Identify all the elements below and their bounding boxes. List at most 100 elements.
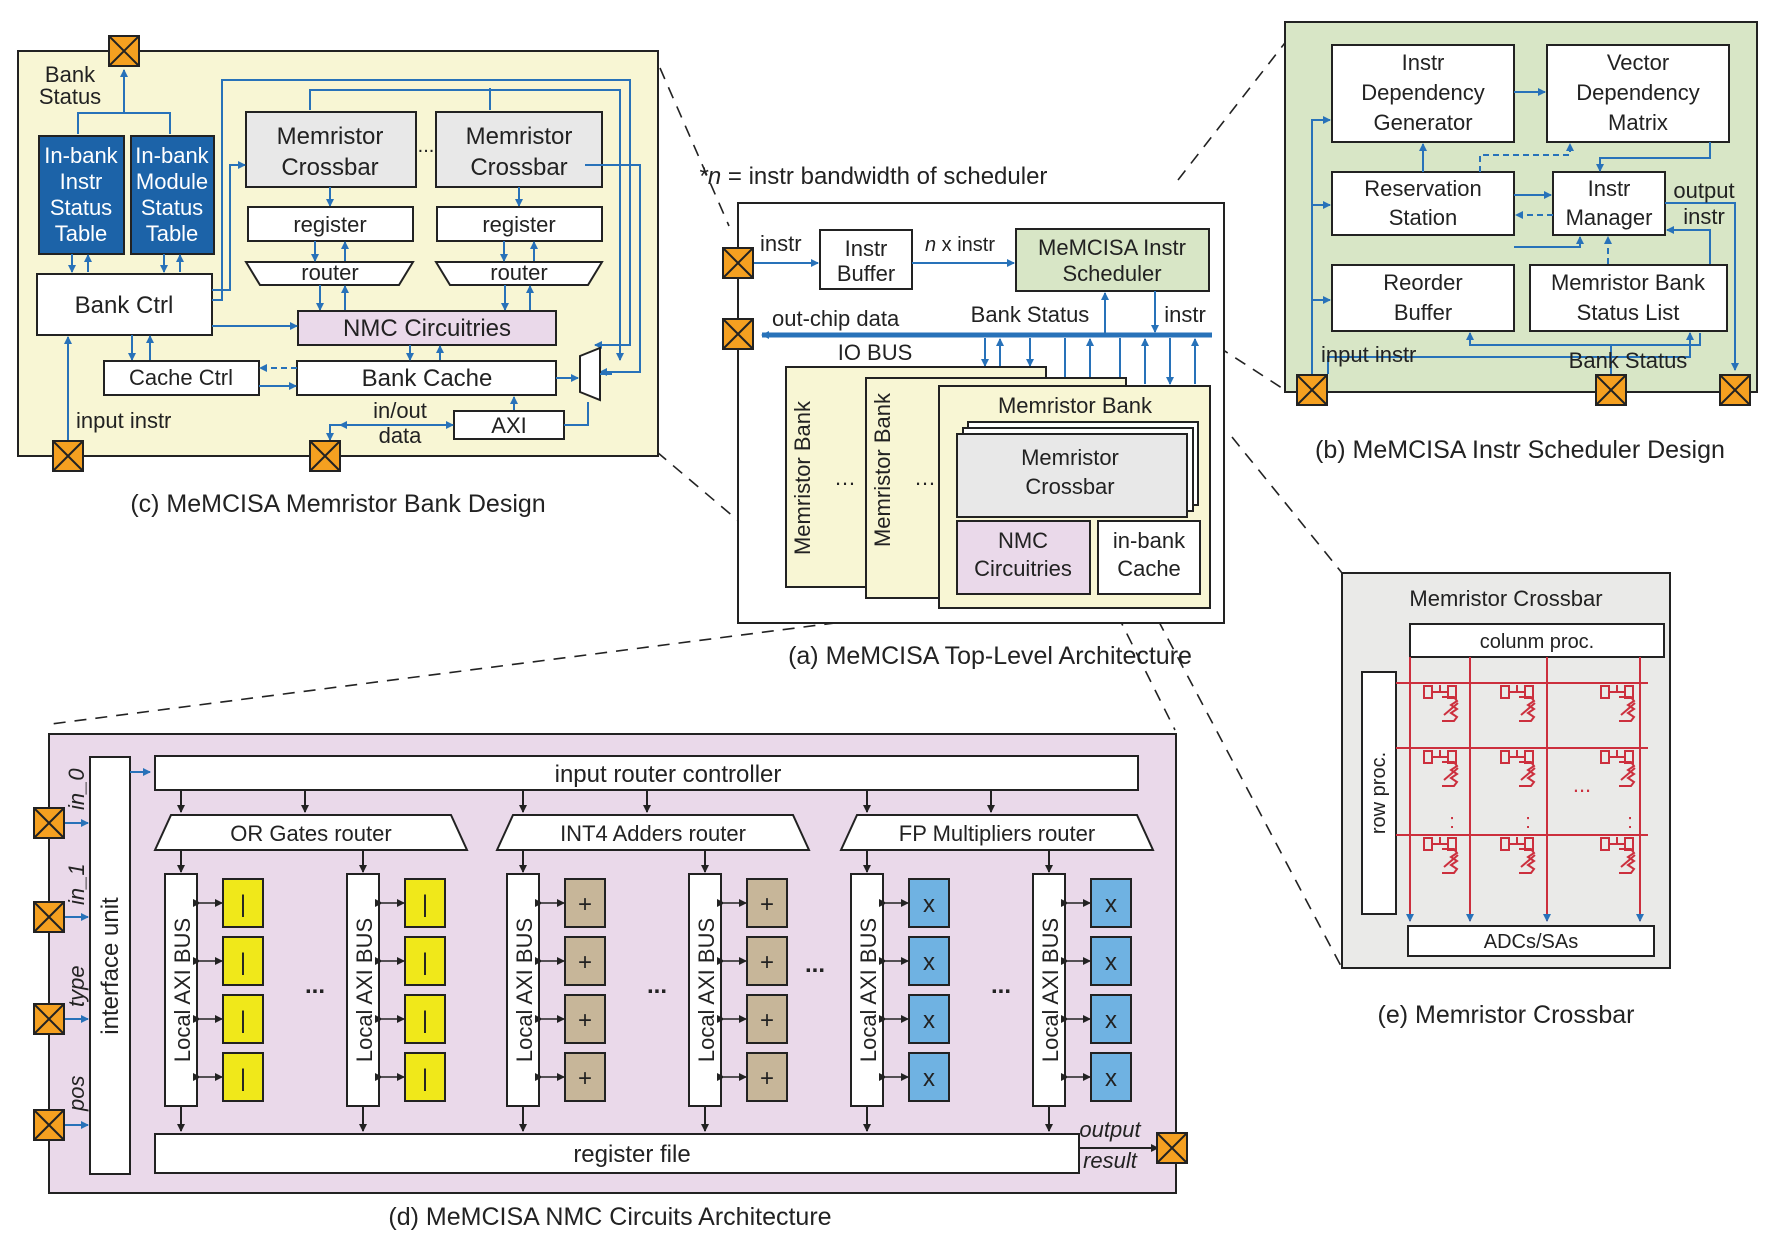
svg-text:output: output (1673, 178, 1734, 203)
svg-text:Bank Cache: Bank Cache (362, 365, 493, 392)
bus-label: Local AXI BUS (694, 918, 719, 1062)
svg-text:...: ... (418, 135, 435, 157)
router-right (434, 261, 604, 286)
svg-text:colunm proc.: colunm proc. (1480, 631, 1595, 653)
op-symbol: | (422, 1065, 428, 1092)
bus-label: Local AXI BUS (512, 918, 537, 1062)
op-symbol: | (240, 949, 246, 976)
group-dots: ... (305, 972, 325, 999)
svg-text:Bank Status: Bank Status (971, 302, 1090, 327)
svg-text:Buffer: Buffer (1394, 300, 1452, 325)
svg-text:Crossbar: Crossbar (281, 154, 378, 181)
between-group-dots: ... (805, 951, 825, 978)
op-symbol: x (923, 949, 935, 976)
in0-pad (33, 807, 65, 839)
svg-text:Bank Status: Bank Status (1569, 348, 1688, 373)
crossbar-right (435, 111, 603, 188)
top-level-panel: *n = instr bandwidth of scheduler instr … (699, 163, 1225, 624)
inout-data-pad (309, 440, 341, 472)
in1-pad (33, 901, 65, 933)
bus-label: Local AXI BUS (1038, 918, 1063, 1062)
group-dots: ... (991, 972, 1011, 999)
op-symbol: + (578, 949, 592, 976)
bank-status-label-2: Status (39, 84, 101, 109)
instr-status-table (38, 135, 125, 255)
scheduler-panel: Instr Dependency Generator Vector Depend… (1284, 21, 1758, 406)
row-processor (1361, 671, 1397, 915)
op-symbol: | (422, 1007, 428, 1034)
svg-text:instr: instr (1164, 302, 1206, 327)
scheduler-status-pad (1595, 374, 1627, 406)
vector-dependency-matrix (1546, 44, 1730, 143)
op-unit (564, 878, 606, 928)
svg-text:…: … (834, 465, 856, 490)
svg-text:NMC Circuitries: NMC Circuitries (343, 315, 511, 342)
router-label-2: FP Multipliers router (899, 821, 1095, 846)
bus-label: Local AXI BUS (352, 918, 377, 1062)
op-unit (746, 878, 788, 928)
svg-text:Status List: Status List (1577, 300, 1680, 325)
svg-text:pos: pos (64, 1076, 89, 1112)
svg-text::: : (1627, 811, 1633, 833)
svg-text:Memristor Bank: Memristor Bank (998, 393, 1153, 418)
op-unit (564, 1052, 606, 1102)
local-axi-bus (850, 873, 884, 1107)
svg-text:Vector: Vector (1607, 50, 1669, 75)
scheduler-output-pad (1719, 374, 1751, 406)
svg-text:Generator: Generator (1373, 110, 1472, 135)
svg-text:Memristor: Memristor (277, 123, 384, 150)
svg-text:MeMCISA Instr: MeMCISA Instr (1038, 235, 1186, 260)
bus-label: Local AXI BUS (856, 918, 881, 1062)
router-label-0: OR Gates router (230, 821, 391, 846)
svg-text:Memristor Bank: Memristor Bank (1551, 270, 1706, 295)
svg-text:n x instr: n x instr (925, 234, 995, 256)
svg-text:In-bank: In-bank (44, 143, 118, 168)
bank-status-list (1529, 264, 1728, 332)
svg-text:Reorder: Reorder (1383, 270, 1462, 295)
crossbar-array (1396, 657, 1648, 922)
input-router-controller (154, 755, 1139, 791)
pos-pad (33, 1109, 65, 1141)
svg-text:IO BUS: IO BUS (838, 340, 913, 365)
op-unit (1090, 1052, 1132, 1102)
op-unit (222, 936, 264, 986)
svg-text::: : (1449, 811, 1455, 833)
op-symbol: | (240, 1065, 246, 1092)
svg-text:row proc.: row proc. (1368, 752, 1390, 834)
instr-pad (722, 247, 754, 279)
op-unit (908, 994, 950, 1044)
op-unit (746, 936, 788, 986)
svg-text:Crossbar: Crossbar (470, 154, 567, 181)
op-unit (746, 994, 788, 1044)
svg-text:Memristor Bank: Memristor Bank (870, 392, 895, 547)
svg-text:interface unit: interface unit (97, 897, 124, 1035)
register-left (247, 206, 414, 242)
local-axi-bus (506, 873, 540, 1107)
dependency-generator (1331, 44, 1515, 143)
caption-b: (b) MeMCISA Instr Scheduler Design (1315, 436, 1725, 464)
op-unit (1090, 936, 1132, 986)
op-symbol: | (240, 891, 246, 918)
svg-text:NMC: NMC (998, 528, 1048, 553)
op-unit (1090, 994, 1132, 1044)
crossbar-panel: Memristor Crossbar colunm proc. row proc… (1341, 572, 1671, 969)
svg-text:Station: Station (1389, 205, 1458, 230)
module-status-table (130, 135, 215, 255)
op-symbol: x (1105, 1065, 1117, 1092)
svg-text:Buffer: Buffer (837, 261, 895, 286)
op-symbol: x (1105, 949, 1117, 976)
op-unit (404, 878, 446, 928)
op-symbol: + (760, 891, 774, 918)
svg-text:in-bank: in-bank (1113, 528, 1186, 553)
top-crossbar (956, 433, 1188, 518)
svg-text:result: result (1083, 1148, 1138, 1173)
op-symbol: | (422, 949, 428, 976)
router-label-1: INT4 Adders router (560, 821, 746, 846)
op-unit (404, 1052, 446, 1102)
svg-text:Matrix: Matrix (1608, 110, 1668, 135)
svg-text:Status: Status (50, 195, 112, 220)
local-axi-bus (164, 873, 198, 1107)
svg-text:router: router (301, 260, 358, 285)
svg-text:Table: Table (146, 221, 199, 246)
op-unit (404, 936, 446, 986)
